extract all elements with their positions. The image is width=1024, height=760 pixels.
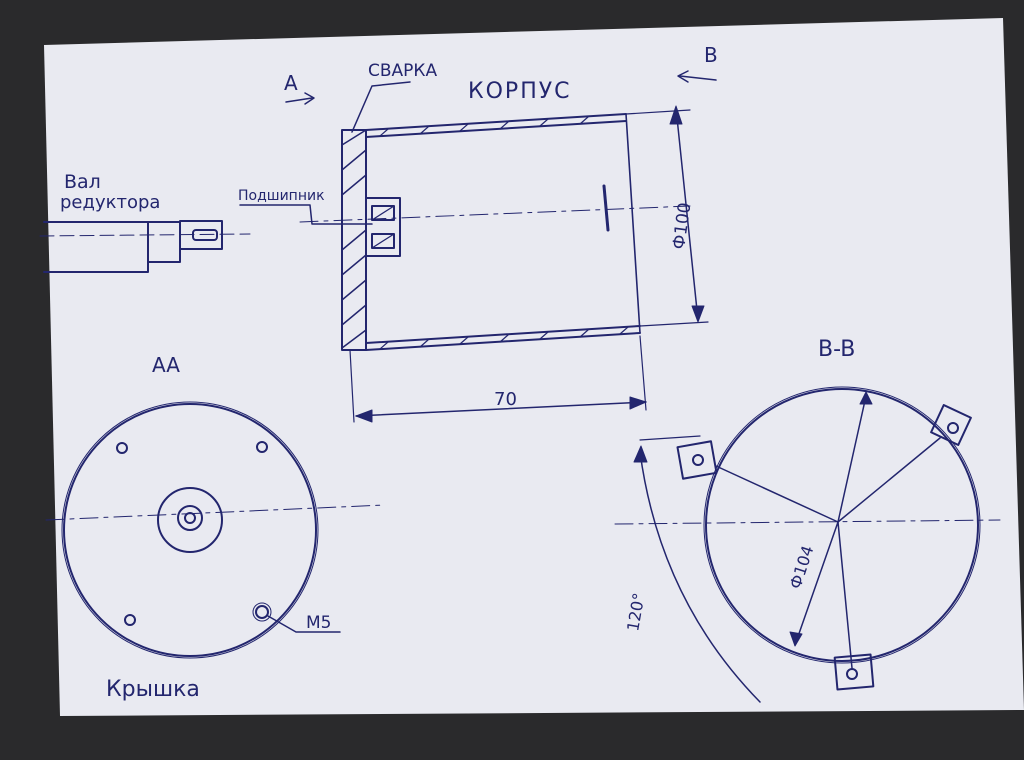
shaft-label-line1: Вал (64, 171, 101, 193)
bearing-label: Подшипник (238, 188, 325, 204)
cover-label: Крышка (106, 677, 200, 702)
reducer-shaft (39, 220, 251, 273)
thread-m5-label: M5 (306, 613, 331, 633)
paper-sheet (44, 18, 1024, 716)
section-aa-label: AA (152, 353, 180, 377)
weld-label: СВАРКА (368, 61, 437, 81)
dimension-length-70: 70 (494, 389, 517, 410)
section-bb-drawing (614, 386, 1001, 703)
view-a-label: A (284, 71, 298, 95)
view-b-label: B (704, 43, 718, 67)
section-bb-label: B-B (818, 337, 855, 362)
shaft-label-line2: редуктора (60, 192, 160, 213)
housing-drawing (239, 70, 717, 423)
housing-label: КОРПУС (468, 79, 572, 104)
cover-drawing (45, 401, 386, 659)
